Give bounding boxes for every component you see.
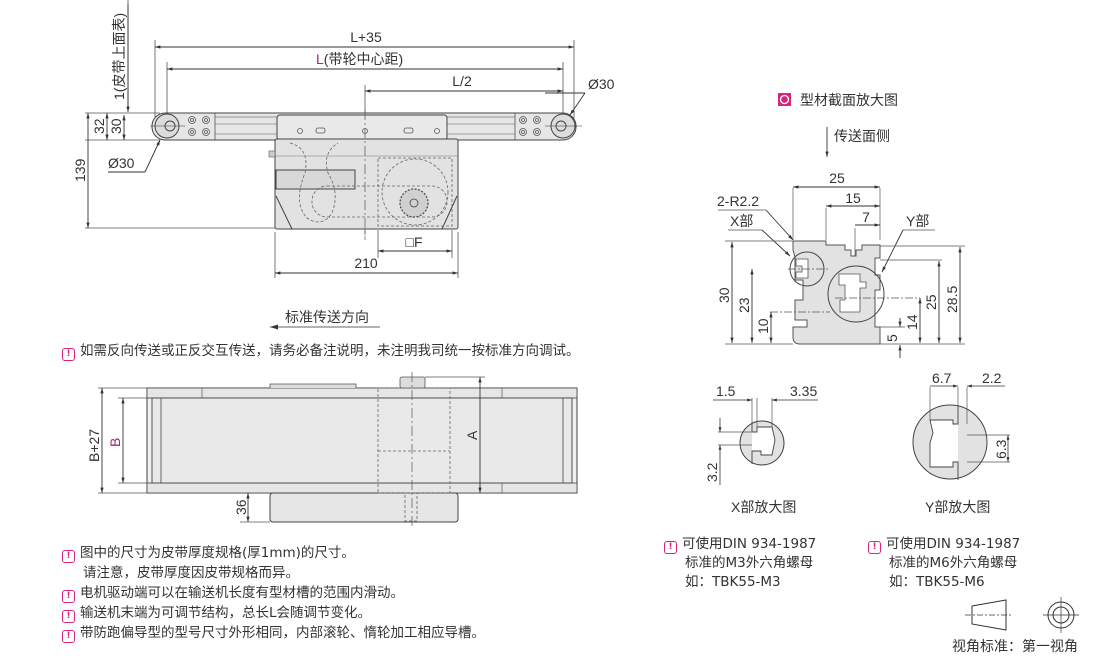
projection-label: 视角标准：第一视角 <box>952 639 1078 655</box>
nut-note-m3: ! 可使用DIN 934-1987 标准的M3外六角螺母 如：TBK55-M3 <box>664 535 816 592</box>
first-angle-projection-icon <box>965 597 1079 633</box>
warning-icon: ! <box>62 610 75 623</box>
dim-profile-height-28-5: 28.5 <box>944 286 960 313</box>
x-detail-title: X部放大图 <box>731 499 796 515</box>
profile-section-title: 型材截面放大图 <box>800 92 898 108</box>
dim-motor-width: 210 <box>354 255 378 271</box>
dim-x-3-35: 3.35 <box>790 383 817 399</box>
direction-note: ! 如需反向传送或正反交互传送，请务必备注说明，未注明我司统一按标准方向调试。 <box>62 342 580 361</box>
dim-x-3-2: 3.2 <box>704 462 720 482</box>
dim-y-6-7: 6.7 <box>932 370 952 386</box>
dim-center-distance-suffix: (带轮中心距) <box>324 51 403 67</box>
y-detail-title: Y部放大图 <box>925 499 990 515</box>
dim-profile-25-width: 25 <box>829 170 845 186</box>
note-text: 带防跑偏导型的型号尺寸外形相同，内部滚轮、惰轮加工相应导槽。 <box>80 625 485 641</box>
dim-x-1-5: 1.5 <box>716 383 736 399</box>
nut-note-m6: ! 可使用DIN 934-1987 标准的M6外六角螺母 如：TBK55-M6 <box>868 535 1020 592</box>
warning-icon: ! <box>62 630 75 643</box>
note-item: ! 带防跑偏导型的型号尺寸外形相同，内部滚轮、惰轮加工相应导槽。 <box>62 623 485 643</box>
label-x-part: X部 <box>730 213 753 229</box>
dim-right-pulley-dia: Ø30 <box>588 76 615 92</box>
dim-profile-height-25: 25 <box>923 294 939 310</box>
conveying-side-label: 传送面侧 <box>834 128 890 144</box>
side-view-motor-unit <box>268 110 459 240</box>
dim-y-6-3: 6.3 <box>993 439 1009 459</box>
note-item: ! 输送机末端为可调节结构，总长L会随调节变化。 <box>62 603 485 623</box>
dim-belt-width: B <box>107 438 123 447</box>
note-text: 可使用DIN 934-1987 <box>682 536 817 552</box>
dim-total-height: 139 <box>72 158 88 182</box>
note-text: 标准的M6外六角螺母 <box>889 555 1018 571</box>
top-view-dimension-lines <box>98 376 485 523</box>
note-text: 标准的M3外六角螺母 <box>685 555 814 571</box>
note-text: 输送机末端为可调节结构，总长L会随调节变化。 <box>80 605 372 621</box>
y-detail-drawing <box>912 404 988 480</box>
dim-half-length: L/2 <box>452 73 472 89</box>
dim-profile-radius: 2-R2.2 <box>717 193 759 209</box>
dim-profile-7-width: 7 <box>862 209 870 225</box>
dim-motor-offset: 36 <box>233 499 249 515</box>
dim-profile-height-30: 30 <box>716 287 732 303</box>
dim-motor-flange: □F <box>405 234 422 250</box>
dim-overall-length: L+35 <box>350 29 382 45</box>
warning-icon: ! <box>664 541 677 554</box>
dim-left-pulley-dia: Ø30 <box>108 155 135 171</box>
dim-outer-width: B+27 <box>86 429 102 462</box>
x-detail-drawing <box>739 420 785 466</box>
dim-profile-height-14: 14 <box>904 314 920 330</box>
dim-y-2-2: 2.2 <box>982 370 1002 386</box>
direction-note-text: 如需反向传送或正反交互传送，请务必备注说明，未注明我司统一按标准方向调试。 <box>80 343 580 359</box>
dim-profile-height-10: 10 <box>755 318 771 334</box>
profile-dimension-lines <box>718 185 965 358</box>
note-text: 电机驱动端可以在输送机长度有型材槽的范围内滑动。 <box>80 585 404 601</box>
warning-icon: ! <box>62 550 75 563</box>
note-item: ! 图中的尺寸为皮带厚度规格(厚1mm)的尺寸。 <box>62 543 485 563</box>
note-item-continuation: 请注意，皮带厚度因皮带规格而异。 <box>83 565 299 581</box>
dim-height-32: 32 <box>91 118 107 134</box>
dim-belt-top: 1(皮带上面表) <box>111 13 127 100</box>
note-text: 如：TBK55-M6 <box>889 574 985 590</box>
side-view-dimension-lines <box>86 4 586 275</box>
note-text: 可使用DIN 934-1987 <box>886 536 1021 552</box>
profile-cross-section <box>770 240 920 345</box>
note-text: 如：TBK55-M3 <box>685 574 781 590</box>
top-view-conveyor <box>146 372 578 528</box>
warning-icon: ! <box>62 348 75 361</box>
warning-icon: ! <box>868 541 881 554</box>
direction-label: 标准传送方向 <box>285 309 369 325</box>
dim-center-distance-prefix: L <box>316 51 324 67</box>
dim-motor-a: A <box>464 430 480 440</box>
dim-profile-15-width: 15 <box>845 190 861 206</box>
direction-arrow-icon <box>270 324 278 330</box>
dim-center-distance: L(带轮中心距) <box>316 51 403 67</box>
bottom-notes: ! 图中的尺寸为皮带厚度规格(厚1mm)的尺寸。 请注意，皮带厚度因皮带规格而异。… <box>62 543 485 643</box>
dim-height-30: 30 <box>108 118 124 134</box>
label-y-part: Y部 <box>906 213 929 229</box>
note-item: ! 电机驱动端可以在输送机长度有型材槽的范围内滑动。 <box>62 583 485 603</box>
warning-icon: ! <box>62 590 75 603</box>
y-detail-dimension-lines <box>929 384 1010 463</box>
dim-profile-height-5: 5 <box>884 334 900 342</box>
note-text: 图中的尺寸为皮带厚度规格(厚1mm)的尺寸。 <box>80 545 355 561</box>
x-detail-dimension-lines <box>713 398 818 485</box>
dim-profile-height-23: 23 <box>736 297 752 313</box>
